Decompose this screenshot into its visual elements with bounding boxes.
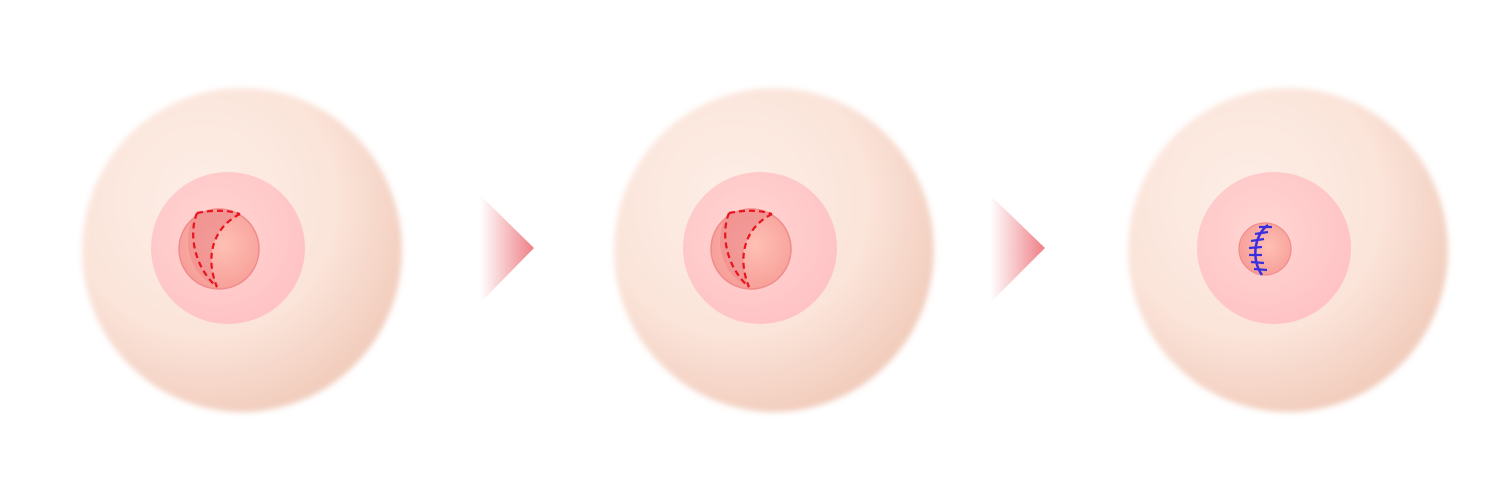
incision-line-top: [728, 209, 773, 216]
incision-line-inner: [742, 213, 773, 288]
excision-area: [188, 210, 240, 287]
step-1-breast: [82, 88, 402, 412]
incision-line-outer: [724, 212, 750, 288]
incision-line-top: [196, 209, 241, 216]
incision-line-inner: [210, 213, 241, 288]
suture-line: [1248, 223, 1272, 276]
excision-area: [720, 210, 772, 287]
incision-line-outer: [192, 212, 218, 288]
arrow-right-icon: [480, 195, 534, 303]
arrow-right-icon: [990, 195, 1045, 303]
suture-stitches: [1248, 225, 1272, 272]
step-3-breast: [1128, 88, 1448, 412]
step-2-breast: [614, 88, 934, 412]
nipple-reduced: [1238, 222, 1292, 276]
